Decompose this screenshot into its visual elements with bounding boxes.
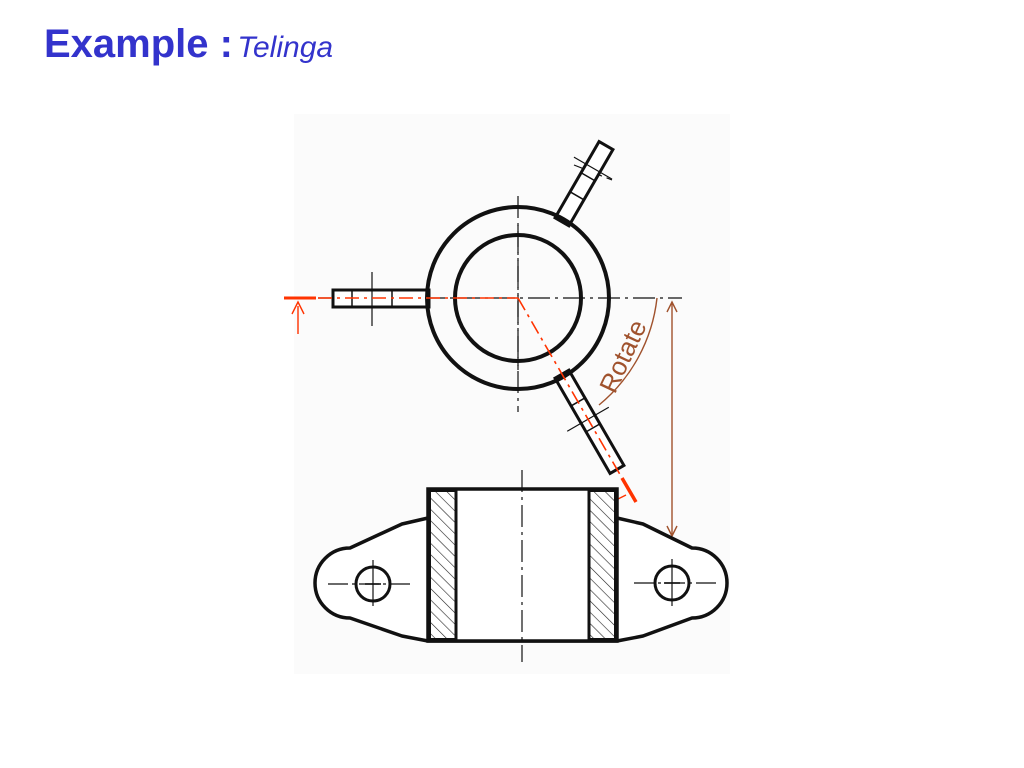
- title-main: Example :: [44, 22, 233, 66]
- upper-right-lug: [553, 139, 615, 228]
- right-lug-hole: [634, 559, 717, 606]
- front-section-view: [313, 470, 729, 662]
- slide-title: Example : Telinga: [44, 22, 333, 67]
- title-subtitle: Telinga: [237, 31, 334, 64]
- top-view: [318, 139, 682, 476]
- left-lug: [331, 272, 431, 326]
- left-lug-hole: [328, 560, 410, 606]
- right-hatched-wall: [588, 490, 616, 640]
- rotation-guide: [598, 297, 678, 538]
- left-hatched-wall: [429, 490, 457, 640]
- cutting-plane-line: [284, 296, 638, 503]
